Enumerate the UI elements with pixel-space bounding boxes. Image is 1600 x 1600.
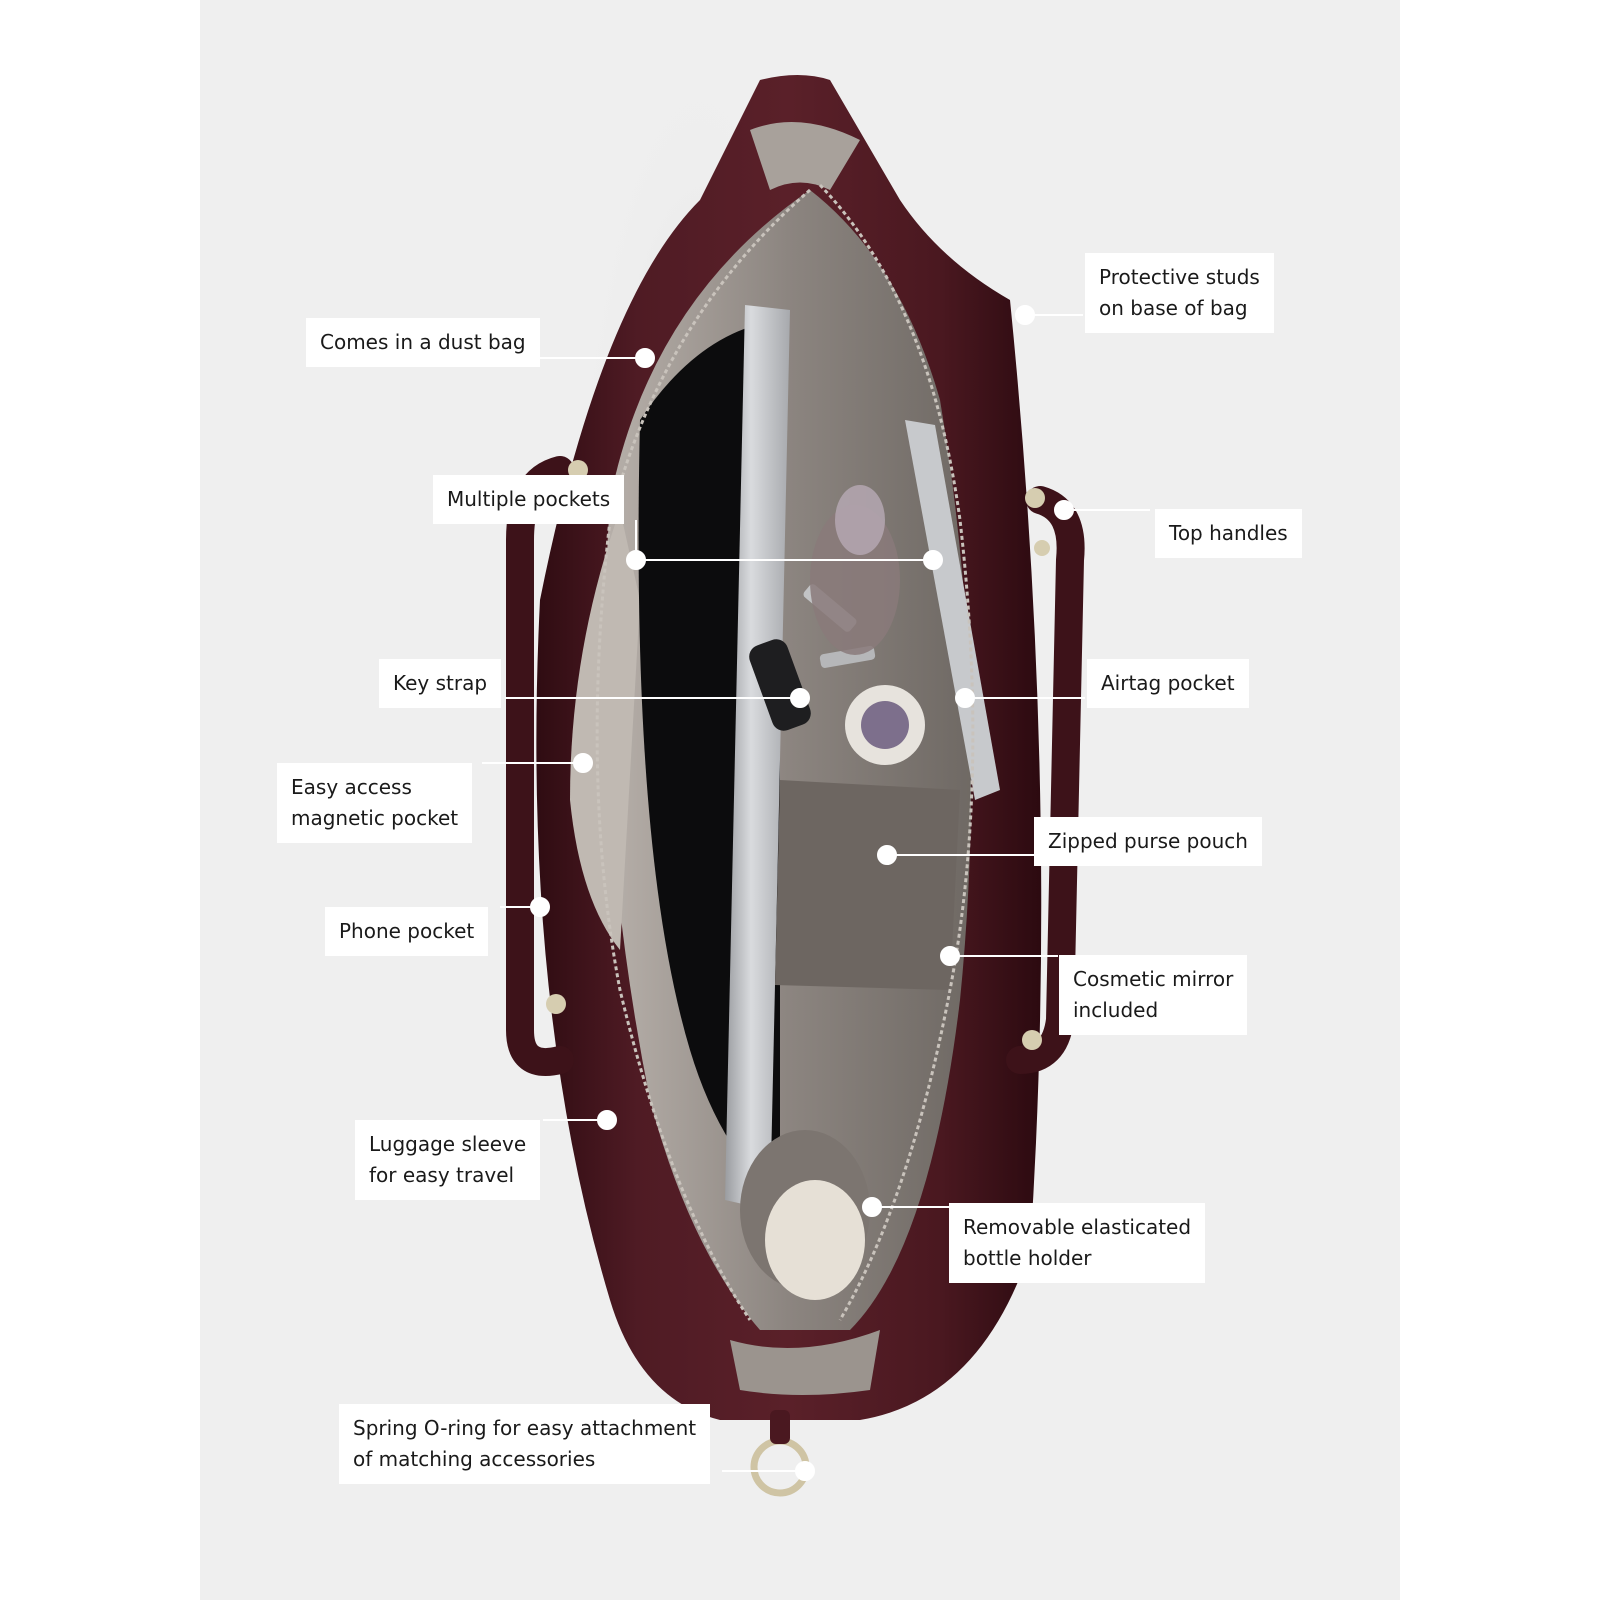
callout-protective-studs-line2: on base of bag (1099, 296, 1248, 320)
bottom-lining (730, 1330, 880, 1395)
callout-bottle-holder-line1: Removable elasticated (963, 1215, 1192, 1239)
callout-bottle-holder: Removable elasticated bottle holder (949, 1203, 1206, 1283)
callout-cosmetic-mirror-line1: Cosmetic mirror (1073, 967, 1234, 991)
zipper-right (818, 183, 975, 1321)
callout-luggage-sleeve-line1: Luggage sleeve (369, 1132, 527, 1156)
laptop (725, 305, 790, 1210)
callout-airtag-pocket-text: Airtag pocket (1101, 671, 1235, 695)
callout-key-strap: Key strap (379, 659, 502, 708)
callout-luggage-sleeve-line2: for easy travel (369, 1163, 515, 1187)
callout-easy-access-pocket: Easy access magnetic pocket (277, 763, 473, 843)
water-bottle (765, 1180, 865, 1300)
purse-pouch (775, 780, 960, 990)
callout-easy-access-line1: Easy access (291, 775, 412, 799)
callout-protective-studs: Protective studs on base of bag (1085, 253, 1274, 333)
callout-dust-bag-text: Comes in a dust bag (320, 330, 526, 354)
top-lining (750, 122, 860, 190)
magnetic-pocket-lining (570, 510, 640, 950)
callout-zipped-purse-pouch: Zipped purse pouch (1034, 817, 1262, 866)
callout-cosmetic-mirror: Cosmetic mirror included (1059, 955, 1248, 1035)
callout-key-strap-text: Key strap (393, 671, 488, 695)
callout-top-handles-text: Top handles (1169, 521, 1288, 545)
callout-cosmetic-mirror-line2: included (1073, 998, 1159, 1022)
tablet (905, 420, 1000, 800)
callout-zipped-purse-pouch-text: Zipped purse pouch (1048, 829, 1248, 853)
callout-multiple-pockets: Multiple pockets (433, 475, 625, 524)
callout-airtag-pocket: Airtag pocket (1087, 659, 1249, 708)
callout-easy-access-line2: magnetic pocket (291, 806, 459, 830)
spring-o-ring (750, 1437, 810, 1497)
callout-dust-bag: Comes in a dust bag (306, 318, 540, 367)
callout-top-handles: Top handles (1155, 509, 1302, 558)
callout-spring-o-ring-line1: Spring O-ring for easy attachment (353, 1416, 697, 1440)
callout-luggage-sleeve: Luggage sleeve for easy travel (355, 1120, 541, 1200)
callout-bottle-holder-line2: bottle holder (963, 1246, 1092, 1270)
callout-spring-o-ring-line2: of matching accessories (353, 1447, 596, 1471)
zipper-left (595, 188, 811, 1321)
callout-protective-studs-line1: Protective studs (1099, 265, 1260, 289)
callout-phone-pocket-text: Phone pocket (339, 919, 475, 943)
callout-multiple-pockets-text: Multiple pockets (447, 487, 611, 511)
callout-phone-pocket: Phone pocket (325, 907, 489, 956)
callout-spring-o-ring: Spring O-ring for easy attachment of mat… (339, 1404, 711, 1484)
